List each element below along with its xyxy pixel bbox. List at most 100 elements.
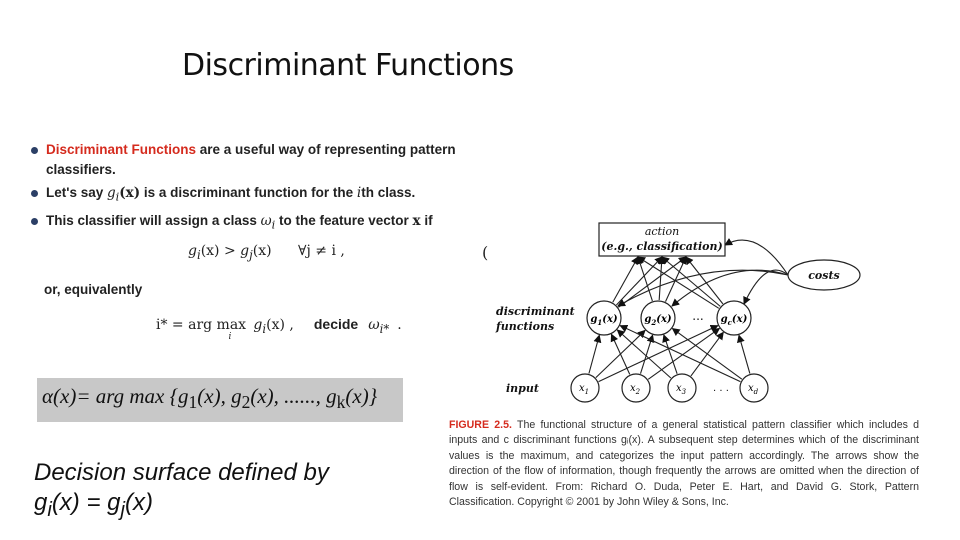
- discriminant-node-label: g2(x): [644, 314, 672, 327]
- decide-word: decide: [313, 316, 359, 332]
- discriminant-to-action-arrow: [616, 256, 663, 306]
- discriminant-to-action-arrow: [618, 256, 687, 308]
- functions-label: functions: [495, 320, 554, 333]
- input-to-discriminant-arrow: [610, 333, 631, 375]
- discriminant-to-action-arrow: [636, 256, 653, 302]
- input-label: input: [506, 382, 539, 395]
- discriminant-label: discriminant: [496, 305, 575, 318]
- action-label: action: [645, 225, 679, 238]
- math-arg: (x): [119, 185, 141, 201]
- bullet-text: Let's say: [46, 185, 107, 200]
- input-to-discriminant-arrow: [619, 324, 741, 383]
- formula-sub: k: [336, 392, 346, 413]
- math-g: g: [34, 489, 48, 516]
- math-part: (x): [124, 489, 153, 516]
- math-sub: i: [115, 190, 120, 204]
- action-label-sub: (e.g., classification): [601, 240, 722, 253]
- x-dots: . . .: [713, 383, 729, 394]
- figure-label: FIGURE 2.5.: [449, 419, 512, 431]
- bullet-text: are a useful way of representing pattern…: [46, 142, 456, 177]
- math-omega: ω: [368, 317, 380, 333]
- costs-arrow: [743, 269, 789, 305]
- math-sub: i: [228, 331, 232, 342]
- highlighted-term: Discriminant Functions: [46, 142, 197, 157]
- formula-background: [37, 378, 403, 422]
- math-x: x: [412, 212, 421, 229]
- costs-label: costs: [808, 269, 840, 282]
- input-node: [621, 373, 651, 403]
- formula-part: (x), ......, g: [250, 384, 337, 408]
- math-sub: i: [262, 321, 267, 336]
- caption-text: The functional structure of a general st…: [449, 419, 920, 509]
- equation-paren: (: [482, 243, 489, 262]
- decision-surface-text: Decision surface defined by gi(x) = gj(x…: [34, 458, 329, 525]
- input-to-discriminant-arrow: [647, 327, 721, 380]
- bullet-text: th class.: [361, 185, 416, 200]
- equation-condition: gi(x) > gj(x) ∀j ≠ i ,: [188, 243, 345, 262]
- input-to-discriminant-arrow: [639, 334, 655, 374]
- input-node: [739, 373, 769, 403]
- input-node-label: x3: [676, 383, 687, 396]
- formula-sub: 1: [188, 392, 198, 413]
- equivalently-text: or, equivalently: [44, 282, 143, 297]
- input-node: [570, 373, 600, 403]
- figure-caption: FIGURE 2.5. The functional structure of …: [449, 418, 919, 510]
- bullet-item-assign: This classifier will assign a class ωi t…: [30, 211, 490, 236]
- costs-node: [787, 259, 861, 291]
- discriminant-to-action-arrow: [661, 256, 721, 307]
- bullet-text: is a discriminant function for the: [140, 185, 357, 200]
- math-sub: i*: [379, 321, 390, 336]
- formula-part: (x), g: [197, 384, 242, 408]
- discriminant-node: [640, 300, 676, 336]
- formula-part: (x)}: [345, 384, 378, 408]
- input-to-discriminant-arrow: [588, 334, 602, 374]
- decision-line2: gi(x) = gj(x): [34, 488, 329, 525]
- discriminant-node-label: gc(x): [721, 314, 748, 327]
- bullet-text: if: [420, 212, 433, 228]
- math-sub: i: [271, 218, 276, 232]
- discriminant-to-action-arrow: [657, 256, 666, 301]
- bullet-text: This classifier will assign a class: [46, 212, 261, 228]
- g-dots: ...: [692, 309, 703, 323]
- classifier-structure-diagram: action (e.g., classification) costs disc…: [495, 222, 861, 403]
- discriminant-node-label: g1(x): [590, 314, 618, 327]
- math-omega: ω: [260, 212, 272, 229]
- discriminant-node: [586, 300, 622, 336]
- decision-line1: Decision surface defined by: [34, 459, 329, 486]
- input-to-discriminant-arrow: [737, 334, 751, 374]
- math-arg: (x) ,: [266, 317, 294, 333]
- argmax-formula: α(x)= arg max {g1(x), g2(x), ......, gk(…: [42, 384, 377, 413]
- math-i: i: [356, 185, 362, 201]
- input-node-label: x2: [630, 383, 641, 396]
- formula-sub: 2: [241, 392, 251, 413]
- input-to-discriminant-arrow: [598, 325, 719, 383]
- math-g: g: [253, 317, 263, 333]
- bullet-item-gi: Let's say gi(x) is a discriminant functi…: [30, 183, 490, 208]
- math-sub: i: [47, 498, 52, 521]
- input-to-discriminant-arrow: [671, 328, 743, 380]
- action-box: [598, 222, 726, 257]
- math-g: g: [107, 185, 116, 201]
- costs-arrow: [724, 238, 789, 276]
- math-sub: i: [196, 247, 201, 262]
- math-sub: j: [249, 247, 253, 262]
- input-node-label: xd: [748, 383, 759, 396]
- input-node: [667, 373, 697, 403]
- input-node-label: x1: [579, 383, 589, 396]
- discriminant-node: [716, 300, 752, 336]
- discriminant-to-action-arrow: [612, 256, 639, 303]
- math-argmax: i* = arg max: [156, 317, 251, 333]
- math-g: g: [240, 243, 250, 259]
- page-title: Discriminant Functions: [182, 48, 514, 83]
- input-to-discriminant-arrow: [616, 329, 672, 379]
- math-arg: (x) >: [200, 243, 241, 259]
- discriminant-to-action-arrow: [685, 256, 724, 305]
- bullet-list: Discriminant Functions are a useful way …: [30, 140, 490, 238]
- math-period: .: [397, 317, 402, 333]
- input-to-discriminant-arrow: [662, 334, 678, 374]
- math-part: (x) = g: [51, 489, 121, 516]
- costs-arrow: [671, 269, 789, 307]
- bullet-text: to the feature vector: [275, 212, 413, 228]
- math-sub: j: [120, 498, 125, 521]
